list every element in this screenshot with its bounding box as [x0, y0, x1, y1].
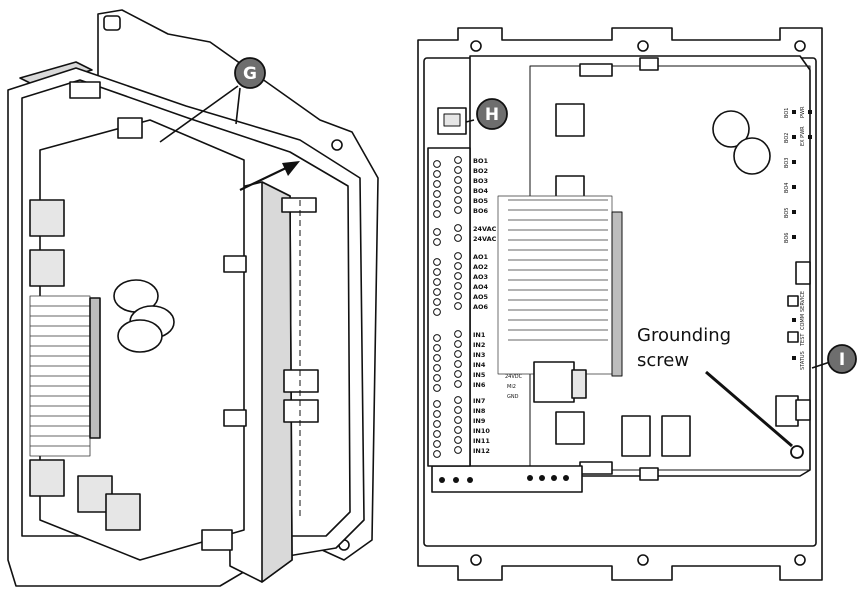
terminal-label: IN2 — [473, 341, 485, 349]
callout-h-leader — [465, 119, 475, 123]
callout-h-label: H — [485, 105, 499, 125]
relay — [29, 249, 65, 287]
clip — [795, 399, 811, 421]
terminal-label: IN10 — [473, 427, 490, 435]
ao-screws — [433, 252, 462, 316]
clip — [639, 467, 659, 481]
terminal-label: IN6 — [473, 381, 486, 389]
relay — [105, 493, 141, 531]
grounding-label-line2: screw — [637, 350, 689, 371]
capacitor — [712, 110, 750, 148]
relay — [661, 415, 691, 457]
terminal-screws — [433, 156, 462, 458]
terminal-label: IN11 — [473, 437, 490, 445]
perspective-view — [7, 9, 379, 587]
terminal-label: AO4 — [473, 283, 489, 291]
terminal-label: 24VAC — [473, 225, 497, 233]
ribbon-cable — [29, 295, 91, 457]
comm-label: COMM — [800, 314, 806, 330]
terminal-label: IN1 — [473, 331, 486, 339]
terminal-label: IN8 — [473, 407, 486, 415]
led-label: BO6 — [784, 233, 790, 243]
led-indicators — [792, 110, 812, 360]
side-clip — [223, 409, 247, 427]
grounding-leader — [705, 370, 793, 448]
clip — [795, 261, 811, 285]
top-clip — [117, 117, 143, 139]
terminal-label: IN12 — [473, 447, 490, 455]
callout-g-leaders — [159, 85, 241, 143]
led-label: BO1 — [784, 108, 790, 118]
header-connector — [611, 211, 623, 377]
board-labels: BO1 BO2 BO3 BO4 BO5 BO6 PWR EX PWR SERVI… — [505, 106, 806, 400]
pwr-label: PWR — [800, 106, 806, 118]
capacitor — [117, 319, 163, 353]
terminal-label: BO5 — [473, 197, 488, 205]
capacitor — [733, 137, 771, 175]
callout-h-badge — [476, 98, 508, 130]
callout-i-label: I — [839, 350, 845, 370]
terminal-label: IN9 — [473, 417, 486, 425]
test-button — [787, 331, 799, 343]
terminal-label: BO6 — [473, 207, 488, 215]
terminal-labels: BO1 BO2 BO3 BO4 BO5 BO6 24VAC 24VAC AO1 … — [473, 157, 497, 455]
terminal-label: BO2 — [473, 167, 488, 175]
terminal-label: AO1 — [473, 253, 489, 261]
terminal-label: BO1 — [473, 157, 488, 165]
in-b-screws — [433, 396, 462, 458]
terminal-label: BO4 — [473, 187, 488, 195]
led-label: BO4 — [784, 183, 790, 193]
small-label: 24VDC — [505, 374, 523, 380]
terminal-label: IN7 — [473, 397, 485, 405]
relay — [555, 411, 585, 445]
ribbon-cable — [497, 195, 613, 375]
relay — [29, 199, 65, 237]
grounding-screw — [790, 445, 804, 459]
bo-screws — [433, 156, 462, 218]
led-label: BO3 — [784, 158, 790, 168]
comm-connector — [775, 395, 799, 427]
relay — [555, 103, 585, 137]
service-button — [787, 295, 799, 307]
led-label: BO2 — [784, 133, 790, 143]
power-screws — [433, 224, 462, 246]
terminal-label: BO3 — [473, 177, 488, 185]
bottom-clip — [201, 529, 233, 551]
terminal-label: IN5 — [473, 371, 486, 379]
callout-g-label: G — [243, 64, 257, 84]
ex-pwr-label: EX PWR — [800, 126, 806, 146]
callout-i-badge — [827, 344, 857, 374]
terminal-label: 24VAC — [473, 235, 497, 243]
terminal-label: AO2 — [473, 263, 488, 271]
relay — [621, 415, 651, 457]
clip — [639, 57, 659, 71]
terminal-label: IN3 — [473, 351, 485, 359]
test-label: TEST — [800, 333, 806, 347]
clip — [579, 63, 613, 77]
removal-arrow — [239, 161, 300, 191]
front-view — [417, 27, 823, 581]
terminal-label: AO5 — [473, 293, 489, 301]
small-label: Mi2 — [507, 384, 516, 390]
service-label: SERVICE — [800, 291, 806, 312]
terminal-label: AO6 — [473, 303, 489, 311]
cover-edge — [261, 181, 293, 583]
side-clip — [223, 255, 247, 273]
clip — [579, 461, 613, 475]
terminal-label: IN4 — [473, 361, 486, 369]
relay — [29, 459, 65, 497]
plate-ear — [103, 15, 121, 31]
callout-g-badge — [234, 57, 266, 89]
callout-i-leader — [811, 361, 831, 369]
small-label: GND — [507, 394, 519, 400]
status-label: STATUS — [800, 351, 806, 370]
led-label: BO5 — [784, 208, 790, 218]
top-clip — [69, 81, 101, 99]
grounding-label-line1: Grounding — [637, 325, 731, 346]
terminal-label: AO3 — [473, 273, 488, 281]
in-a-screws — [433, 330, 462, 392]
